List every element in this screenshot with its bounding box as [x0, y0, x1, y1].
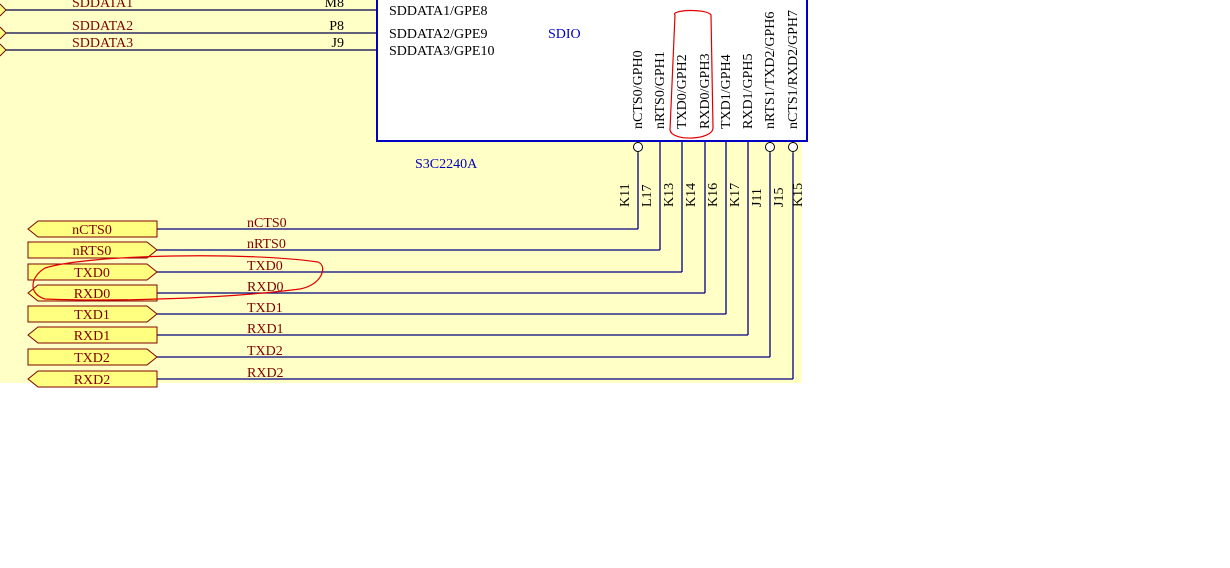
port-label: RXD0 — [74, 287, 111, 302]
pin-name-vertical: RXD0/GPH3 — [698, 54, 713, 129]
net-label-sddata: SDDATA1 — [72, 0, 133, 11]
pin-name-vertical: TXD1/GPH4 — [719, 54, 734, 129]
net-label: RXD0 — [247, 280, 284, 295]
wire-layer — [0, 9, 794, 380]
pin-number: J9 — [332, 36, 344, 51]
port-label: TXD0 — [74, 266, 110, 281]
port-stub — [0, 43, 7, 57]
pin-number: M8 — [325, 0, 344, 11]
net-label: RXD2 — [247, 366, 284, 381]
port-txd2 — [27, 348, 158, 366]
pin-name: SDDATA3/GPE10 — [389, 44, 494, 59]
pin-number-vertical: K11 — [618, 183, 633, 207]
chip-text-layer: SDIO S3C2240A — [415, 27, 581, 172]
highlight-layer — [32, 9, 714, 301]
net-label-sddata: SDDATA2 — [72, 19, 133, 34]
pin-name: SDDATA1/GPE8 — [389, 4, 487, 19]
port-label: nCTS0 — [72, 223, 112, 238]
pin-name-vertical: TXD0/GPH2 — [675, 54, 690, 129]
pin-number-vertical: K17 — [728, 183, 743, 207]
pin-number-vertical: J11 — [750, 188, 765, 207]
port-ncts0 — [27, 220, 158, 238]
pin-name-vertical: nRTS0/GPH1 — [653, 51, 668, 129]
chip-reference-label: S3C2240A — [415, 157, 478, 172]
pin-number-vertical: J15 — [772, 188, 787, 207]
port-label: RXD1 — [74, 329, 111, 344]
active-low-bubble — [765, 142, 775, 152]
port-label: RXD2 — [74, 373, 111, 388]
port-nrts0 — [27, 241, 158, 259]
pin-number-vertical: K14 — [684, 183, 699, 207]
net-label: TXD2 — [247, 344, 283, 359]
net-label: TXD0 — [247, 259, 283, 274]
net-label: nCTS0 — [247, 216, 287, 231]
pin-number: P8 — [329, 19, 344, 34]
active-low-bubble — [633, 142, 643, 152]
pin-name-vertical: nCTS0/GPH0 — [631, 50, 646, 129]
port-txd0 — [27, 263, 158, 281]
highlight-uart0-pins — [669, 9, 714, 139]
chip-body — [376, 0, 808, 142]
pin-name: SDDATA2/GPE9 — [389, 27, 487, 42]
port-rxd1 — [27, 326, 158, 344]
port-label: TXD1 — [74, 308, 110, 323]
pin-number-vertical: K15 — [791, 183, 806, 207]
port-rxd2 — [27, 370, 158, 388]
active-low-bubble — [788, 142, 798, 152]
chip-section-label: SDIO — [548, 27, 581, 42]
pin-number-vertical: K13 — [662, 183, 677, 207]
port-stub — [0, 3, 7, 17]
pin-name-vertical: nRTS1/TXD2/GPH6 — [763, 12, 778, 129]
pin-name-vertical: nCTS1/RXD2/GPH7 — [786, 10, 801, 129]
pin-number-vertical: K16 — [706, 183, 721, 207]
highlight-uart0-ports — [32, 255, 324, 301]
net-label-sddata: SDDATA3 — [72, 36, 133, 51]
net-label: nRTS0 — [247, 237, 286, 252]
net-label: TXD1 — [247, 301, 283, 316]
port-label: nRTS0 — [73, 244, 112, 259]
port-txd1 — [27, 305, 158, 323]
net-label: RXD1 — [247, 322, 284, 337]
port-stub — [0, 26, 7, 40]
pin-name-vertical: RXD1/GPH5 — [741, 54, 756, 129]
pin-number-vertical: L17 — [640, 184, 655, 207]
port-label: TXD2 — [74, 351, 110, 366]
port-rxd0 — [27, 284, 158, 302]
